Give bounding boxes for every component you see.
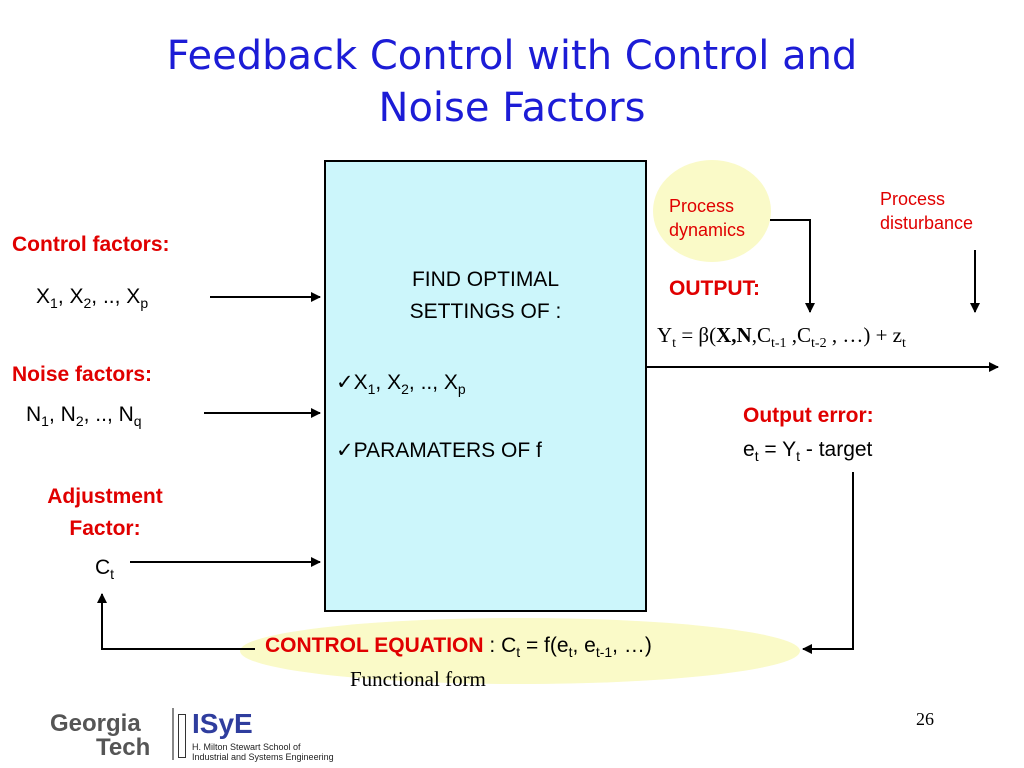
error-feedback-arrow — [802, 472, 854, 654]
check-icon: ✓ — [336, 371, 354, 394]
logo-school-line-1: H. Milton Stewart School of — [192, 742, 301, 752]
control-feedback-arrow — [97, 593, 255, 650]
logo-divider — [172, 708, 174, 760]
optimization-box — [324, 160, 647, 612]
logo-georgia: Georgia — [50, 710, 141, 737]
control-equation: CONTROL EQUATION : Ct = f(et, et-1, …) — [265, 634, 652, 661]
box-heading-line-2: SETTINGS OF : — [409, 300, 562, 323]
adjustment-var: Ct — [95, 556, 115, 583]
title-line-1: Feedback Control with Control and — [166, 33, 858, 79]
output-equation: Yt = β(X,N,Ct-1 ,Ct-2 , …) + zt — [657, 323, 906, 352]
noise-factors-vars: N1, N2, .., Nq — [26, 403, 142, 430]
georgia-tech-isye-logo: Georgia Tech ISyE H. Milton Stewart Scho… — [50, 708, 334, 764]
page-number: 26 — [916, 709, 934, 729]
title-line-2: Noise Factors — [378, 85, 646, 131]
logo-school-line-2: Industrial and Systems Engineering — [192, 752, 334, 762]
box-heading: FIND OPTIMAL SETTINGS OF : — [324, 264, 647, 328]
box-item-factors: ✓X1, X2, .., Xp — [336, 371, 466, 398]
output-error-label: Output error: — [743, 404, 874, 427]
control-equation-label: CONTROL EQUATION — [265, 634, 484, 657]
output-label: OUTPUT: — [669, 277, 760, 300]
control-equation-highlight — [240, 618, 800, 684]
adjustment-factor-label: Adjustment Factor: — [47, 485, 163, 540]
noise-factors-label: Noise factors: — [12, 363, 153, 386]
control-factors-vars: X1, X2, .., Xp — [36, 285, 149, 312]
process-dynamics-arrow — [770, 219, 815, 313]
logo-tower-icon — [178, 714, 186, 758]
output-error-equation: et = Yt - target — [743, 438, 873, 465]
functional-form-label: Functional form — [350, 667, 486, 691]
control-factors-label: Control factors: — [12, 233, 170, 256]
process-dynamics-label: Process dynamics — [669, 196, 746, 240]
slide-title: Feedback Control with Control and Noise … — [0, 30, 1024, 134]
box-heading-line-1: FIND OPTIMAL — [411, 268, 559, 291]
box-item-parameters: ✓PARAMATERS OF f — [336, 439, 542, 462]
check-icon: ✓ — [336, 439, 354, 462]
process-dynamics-highlight — [653, 160, 771, 262]
process-disturbance-label: Process disturbance — [880, 189, 974, 233]
logo-isye: ISyE — [192, 708, 253, 739]
logo-tech: Tech — [96, 734, 151, 761]
